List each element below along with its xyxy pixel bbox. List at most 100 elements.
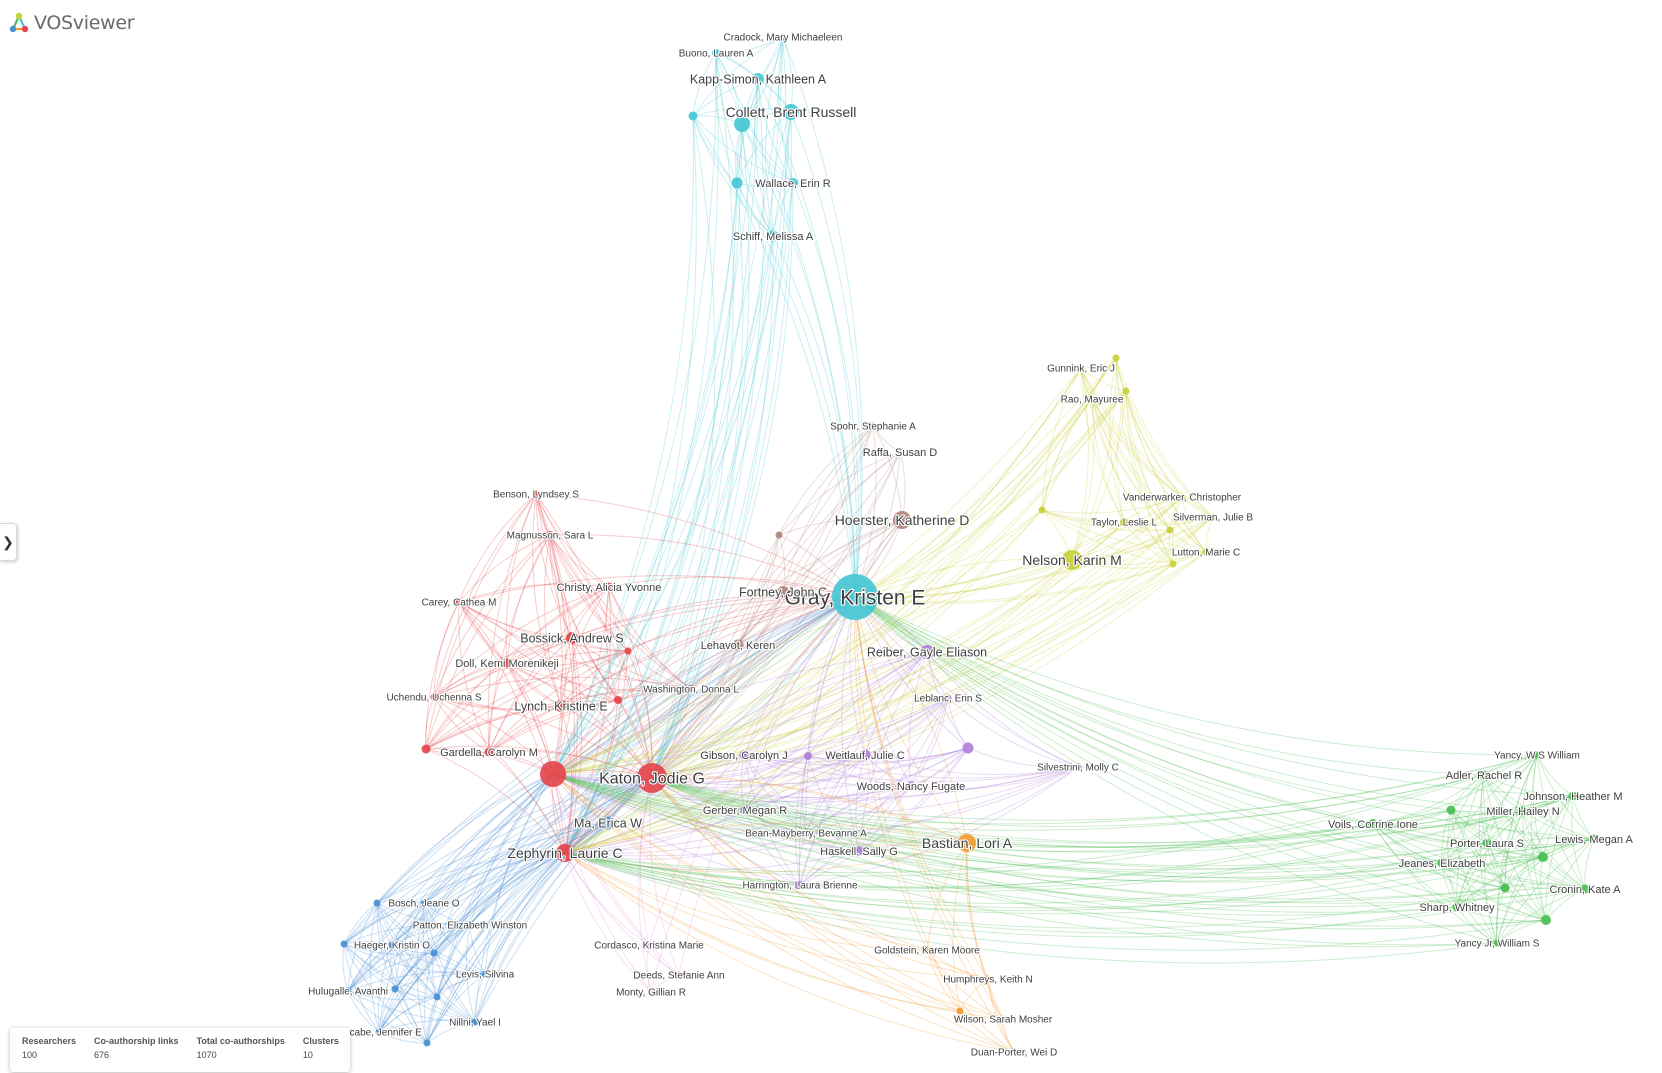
researcher-label[interactable]: Jeanes, Elizabeth <box>1397 857 1486 871</box>
researcher-node[interactable] <box>1178 493 1186 501</box>
researcher-node[interactable] <box>740 805 750 815</box>
researcher-label[interactable]: Collett, Brent Russell <box>725 103 858 121</box>
researcher-label[interactable]: Bosch, Jeane O <box>387 897 461 910</box>
researcher-node[interactable] <box>783 104 799 120</box>
researcher-label[interactable]: Levis, Silvina <box>455 968 516 981</box>
researcher-label[interactable]: Humphreys, Keith N <box>942 973 1034 986</box>
researcher-node[interactable] <box>999 1015 1007 1023</box>
researcher-node[interactable] <box>962 742 974 754</box>
researcher-node[interactable] <box>779 33 787 41</box>
researcher-label[interactable]: Sharp, Whitney <box>1418 901 1496 915</box>
researcher-node[interactable] <box>1112 354 1120 362</box>
researcher-label[interactable]: Magnusson, Sara L <box>506 529 595 542</box>
researcher-node[interactable] <box>556 844 574 862</box>
researcher-node[interactable] <box>734 116 750 132</box>
researcher-node[interactable] <box>895 447 905 457</box>
researcher-label[interactable]: Zephyrin, Laurie C <box>506 844 623 862</box>
researcher-node[interactable] <box>1202 548 1210 556</box>
researcher-node[interactable] <box>923 946 931 954</box>
researcher-node[interactable] <box>614 696 622 704</box>
researcher-label[interactable]: Gardella, Carolyn M <box>439 746 539 760</box>
researcher-node[interactable] <box>675 971 683 979</box>
researcher-node[interactable] <box>1493 939 1501 947</box>
researcher-label[interactable]: Silvestrini, Molly C <box>1036 761 1120 774</box>
researcher-node[interactable] <box>1169 560 1177 568</box>
researcher-label[interactable]: Mccabe, Jennifer E <box>335 1026 423 1039</box>
researcher-label[interactable]: Benson, Lyndsey S <box>492 488 580 501</box>
researcher-node[interactable] <box>958 834 976 852</box>
researcher-label[interactable]: Deeds, Stefanie Ann <box>632 969 725 982</box>
researcher-node[interactable] <box>1446 805 1456 815</box>
researcher-label[interactable]: Lynch, Kristine E <box>513 698 609 714</box>
researcher-label[interactable]: Fortney, John C <box>738 584 828 600</box>
researcher-node[interactable] <box>471 1018 479 1026</box>
researcher-node[interactable] <box>1518 806 1528 816</box>
researcher-node[interactable] <box>1500 883 1510 893</box>
researcher-node[interactable] <box>1074 763 1082 771</box>
researcher-node[interactable] <box>920 645 934 659</box>
researcher-node[interactable] <box>775 531 783 539</box>
researcher-label[interactable]: Voils, Corrine Ione <box>1327 818 1419 832</box>
researcher-node[interactable] <box>1062 550 1082 570</box>
researcher-label[interactable]: Silverman, Julie B <box>1172 511 1255 524</box>
researcher-label[interactable]: Gerber, Megan R <box>702 804 789 818</box>
researcher-node[interactable] <box>688 111 698 121</box>
researcher-label[interactable]: Christy, Alicia Yvonne <box>556 581 663 595</box>
researcher-label[interactable]: Rao, Mayuree <box>1059 393 1124 406</box>
researcher-label[interactable]: Goldstein, Karen Moore <box>873 944 981 957</box>
researcher-label[interactable]: Yancy, W S William <box>1493 749 1581 762</box>
researcher-node[interactable] <box>624 647 632 655</box>
researcher-label[interactable]: Schiff, Melissa A <box>732 230 815 244</box>
researcher-node[interactable] <box>854 846 864 856</box>
researcher-node[interactable] <box>647 988 655 996</box>
researcher-label[interactable]: Woods, Nancy Fugate <box>856 780 967 794</box>
researcher-label[interactable]: Nelson, Karin M <box>1021 551 1123 569</box>
researcher-node[interactable] <box>481 970 489 978</box>
researcher-label[interactable]: Ma, Erica W <box>573 815 643 831</box>
researcher-node[interactable] <box>788 178 798 188</box>
researcher-label[interactable]: Yancy Jr, William S <box>1453 937 1540 950</box>
researcher-node[interactable] <box>391 985 399 993</box>
researcher-label[interactable]: Hulugalle, Avanthi <box>307 985 389 998</box>
researcher-label[interactable]: Lutton, Marie C <box>1171 546 1242 559</box>
researcher-node[interactable] <box>540 761 566 787</box>
researcher-node[interactable] <box>1538 852 1548 862</box>
researcher-label[interactable]: Cronin, Kate A <box>1548 883 1622 897</box>
researcher-node[interactable] <box>466 921 474 929</box>
researcher-label[interactable]: Miller, Hailey N <box>1485 805 1561 819</box>
researcher-node[interactable] <box>430 693 438 701</box>
expand-panel-button[interactable]: ❯ <box>0 523 17 561</box>
researcher-node[interactable] <box>532 490 540 498</box>
researcher-node[interactable] <box>1589 834 1599 844</box>
researcher-label[interactable]: Lehavot, Keren <box>700 639 777 653</box>
researcher-label[interactable]: Bean-Mayberry, Bevanne A <box>744 827 868 840</box>
researcher-node[interactable] <box>1437 858 1447 868</box>
researcher-label[interactable]: Bastian, Lori A <box>921 834 1014 852</box>
researcher-node[interactable] <box>804 752 812 760</box>
researcher-node[interactable] <box>430 949 438 957</box>
researcher-label[interactable]: Vanderwarker, Christopher <box>1122 491 1243 504</box>
researcher-node[interactable] <box>433 993 441 1001</box>
researcher-node[interactable] <box>484 747 494 757</box>
researcher-node[interactable] <box>373 899 381 907</box>
researcher-node[interactable] <box>388 941 396 949</box>
researcher-node[interactable] <box>340 940 348 948</box>
researcher-node[interactable] <box>832 574 878 620</box>
researcher-label[interactable]: Lewis, Megan A <box>1554 833 1635 847</box>
researcher-node[interactable] <box>601 816 615 830</box>
researcher-node[interactable] <box>555 700 567 712</box>
researcher-node[interactable] <box>1452 902 1462 912</box>
researcher-label[interactable]: Duan-Porter, Wei D <box>970 1046 1059 1059</box>
researcher-label[interactable]: Haeger, Kristin O <box>353 939 432 952</box>
researcher-label[interactable]: Gray, Kristen E <box>783 585 926 610</box>
researcher-label[interactable]: Taylor, Leslie L <box>1090 516 1159 529</box>
researcher-node[interactable] <box>1479 770 1489 780</box>
researcher-node[interactable] <box>637 763 667 793</box>
researcher-node[interactable] <box>566 632 578 644</box>
researcher-label[interactable]: Leblanc, Erin S <box>913 692 983 705</box>
researcher-node[interactable] <box>731 177 743 189</box>
researcher-label[interactable]: Doll, Kemi Morenikeji <box>454 657 560 671</box>
researcher-label[interactable]: Cradock, Mary Michaeleen <box>722 31 843 44</box>
researcher-node[interactable] <box>1166 526 1174 534</box>
researcher-label[interactable]: Kapp-Simon, Kathleen A <box>689 71 828 87</box>
